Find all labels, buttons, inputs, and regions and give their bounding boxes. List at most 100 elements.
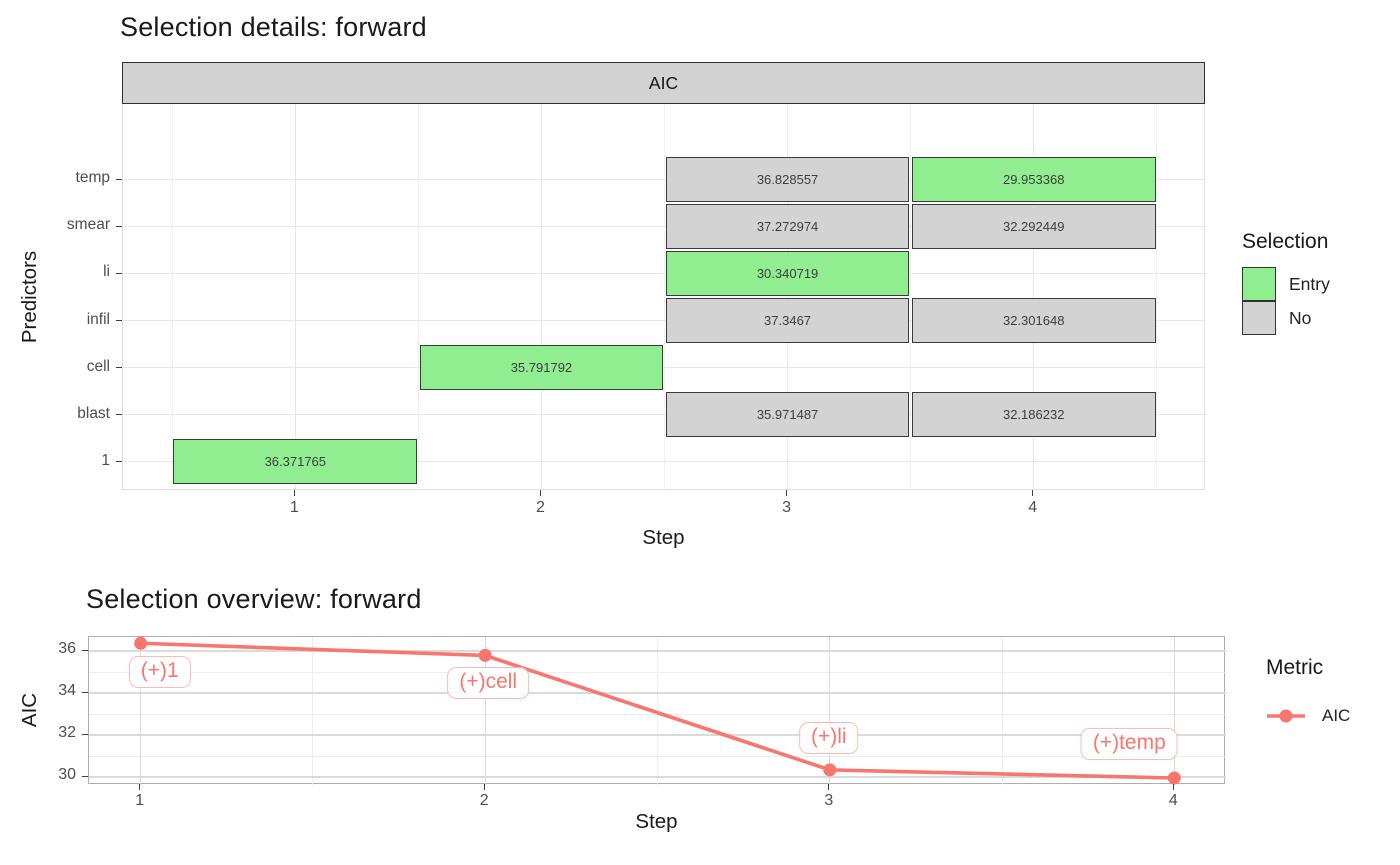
x-tick-mark [1172, 784, 1174, 790]
major-gridline [123, 178, 1206, 180]
x-tick-mark [539, 490, 541, 496]
aic-tile: 32.292449 [911, 204, 1156, 249]
y-tick-label: cell [86, 357, 110, 375]
aic-tile-value: 32.292449 [1002, 218, 1065, 234]
aic-tile-value: 37.3467 [764, 313, 812, 329]
overview-plot-title: Selection overview: forward [86, 584, 422, 614]
entry-swatch [1242, 267, 1276, 301]
selection-legend-entry: Entry [1242, 267, 1330, 301]
x-tick-mark [483, 784, 485, 790]
aic-point [478, 648, 492, 662]
y-tick-label: temp [75, 169, 110, 187]
minor-gridline [664, 104, 665, 490]
metric-legend-entry-label: AIC [1322, 706, 1351, 725]
aic-point [1167, 771, 1181, 785]
aic-line-plot [134, 636, 1181, 785]
step-annotation-label: (+)1 [128, 656, 191, 689]
y-tick-label: blast [77, 404, 110, 422]
x-tick-label: 2 [479, 792, 489, 809]
y-tick-label: li [103, 263, 110, 281]
line-point-key-icon [1267, 709, 1305, 723]
major-gridline [786, 104, 789, 490]
minor-gridline [171, 104, 173, 490]
major-gridline [829, 637, 831, 785]
y-tick-mark [116, 367, 122, 369]
aic-tile-value: 35.971487 [756, 407, 819, 423]
y-tick-label: 36 [58, 640, 76, 658]
y-tick-label: 1 [101, 451, 110, 469]
aic-tile-value: 32.186232 [1002, 407, 1065, 423]
x-tick-label: 3 [782, 499, 792, 516]
aic-point [134, 636, 148, 650]
aic-tile: 32.186232 [911, 392, 1156, 438]
aic-tile-value: 29.953368 [1002, 171, 1065, 187]
major-gridline [89, 776, 1226, 778]
x-tick-label: 2 [535, 499, 545, 516]
y-tick-label: infil [86, 310, 110, 328]
step-annotation-label: (+)cell [447, 667, 530, 700]
aic-tile-value: 35.791792 [510, 360, 573, 376]
y-tick-label: smear [66, 216, 110, 234]
y-tick-mark [116, 461, 122, 463]
x-tick-label: 1 [135, 792, 145, 809]
details-plot-title: Selection details: forward [120, 12, 427, 42]
details-x-axis-title: Step [642, 526, 685, 549]
x-tick-label: 4 [1168, 792, 1178, 809]
x-tick-label: 1 [289, 499, 299, 516]
y-tick-mark [82, 733, 88, 735]
major-gridline [1033, 104, 1035, 490]
x-tick-mark [139, 784, 141, 790]
aic-tile: 35.971487 [665, 392, 910, 438]
y-tick-mark [116, 272, 122, 274]
major-gridline [540, 104, 543, 490]
step-annotation-label: (+)li [798, 721, 859, 754]
details-panel: 36.371765 35.791792 36.828557 37.272974 30.3… [122, 104, 1206, 490]
major-gridline [123, 414, 1206, 416]
aic-tile-value: 36.371765 [264, 454, 327, 470]
major-gridline [89, 692, 1226, 694]
major-gridline [123, 225, 1206, 227]
aic-tile: 37.272974 [665, 204, 910, 249]
selection-legend-entry: No [1242, 301, 1330, 335]
major-gridline [123, 319, 1206, 322]
facet-strip: AIC [122, 62, 1205, 104]
major-gridline [140, 637, 142, 785]
y-tick-mark [82, 775, 88, 777]
aic-point [823, 763, 837, 777]
minor-gridline [910, 104, 912, 490]
minor-gridline [1156, 104, 1158, 490]
y-tick-mark [116, 414, 122, 416]
overview-panel [88, 636, 1226, 785]
metric-legend-entry: AIC [1266, 706, 1350, 726]
minor-gridline [89, 671, 1226, 673]
y-tick-mark [82, 649, 88, 651]
major-gridline [294, 104, 296, 490]
major-gridline [123, 461, 1206, 463]
x-tick-mark [828, 784, 830, 790]
x-tick-label: 4 [1028, 499, 1038, 516]
minor-gridline [312, 637, 314, 785]
no-swatch [1242, 301, 1276, 335]
aic-tile: 30.340719 [665, 251, 910, 296]
aic-tile: 35.791792 [419, 345, 664, 390]
y-tick-mark [116, 178, 122, 180]
aic-tile-value: 36.828557 [756, 171, 819, 187]
y-tick-label: 34 [58, 682, 76, 700]
major-gridline [89, 734, 1226, 736]
y-tick-mark [116, 320, 122, 322]
y-tick-mark [116, 225, 122, 227]
major-gridline [484, 637, 486, 785]
selection-legend-entry-label: Entry [1289, 273, 1330, 294]
aic-tile-value: 37.272974 [756, 218, 819, 234]
facet-strip-label: AIC [648, 72, 679, 93]
aic-line [140, 641, 1175, 780]
metric-legend-keys: AIC [1266, 706, 1350, 726]
y-tick-label: 32 [58, 724, 76, 742]
major-gridline [123, 272, 1206, 275]
x-tick-mark [786, 490, 788, 496]
aic-tile-value: 32.301648 [1002, 313, 1065, 329]
step-annotation-label: (+)temp [1080, 728, 1178, 760]
minor-gridline [89, 755, 1226, 757]
